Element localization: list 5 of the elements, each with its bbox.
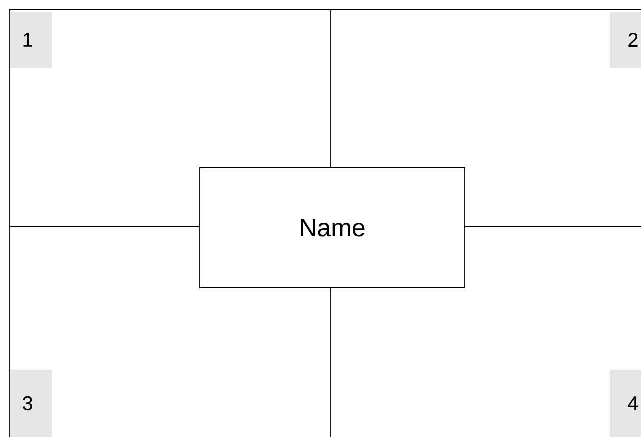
number-tag: 1 [10,12,52,68]
name-box: Name [200,168,466,288]
number-tag: 3 [10,370,52,437]
number-tag: 4 [610,370,641,437]
number-tag: 2 [610,12,641,68]
